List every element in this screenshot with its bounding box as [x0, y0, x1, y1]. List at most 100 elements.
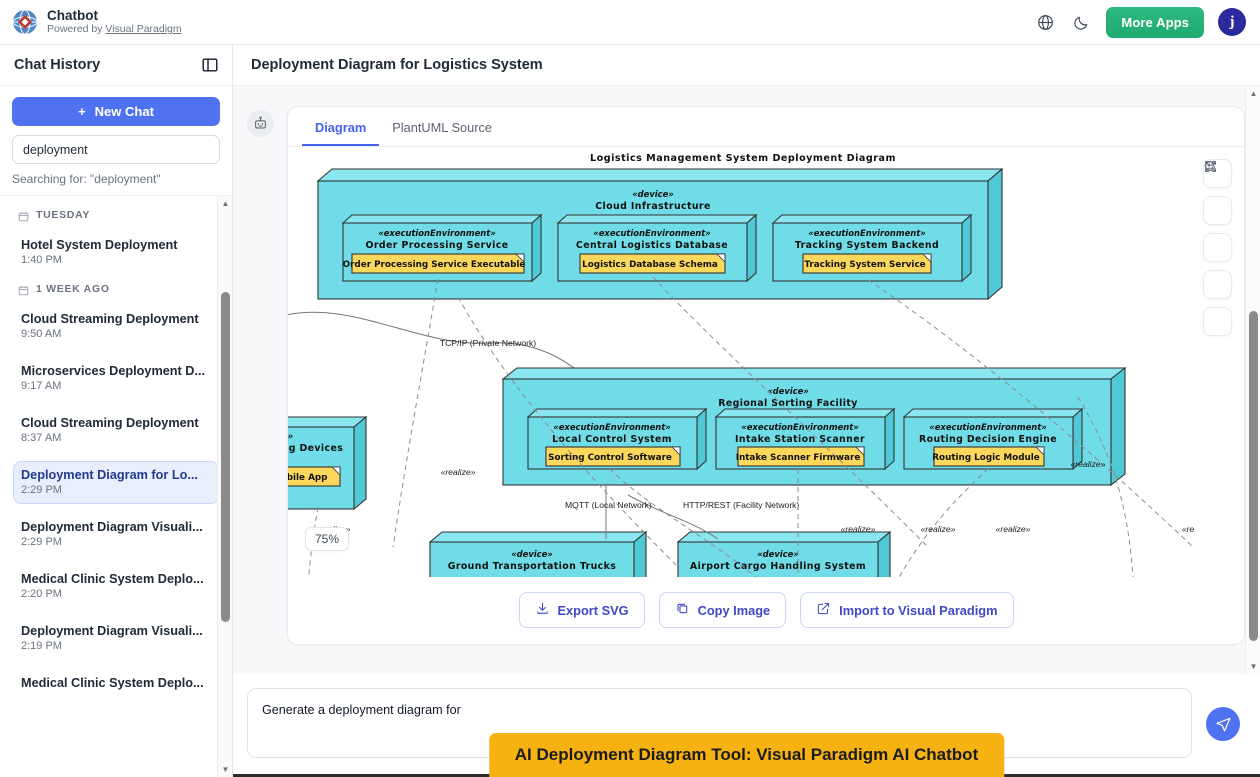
plus-icon: +	[78, 104, 86, 119]
top-actions: More Apps j	[1034, 6, 1246, 38]
globe-icon[interactable]	[1034, 11, 1056, 33]
svg-text:Ground Transportation Trucks: Ground Transportation Trucks	[448, 561, 617, 572]
svg-text:Tracking System Service: Tracking System Service	[804, 260, 925, 270]
more-apps-button[interactable]: More Apps	[1106, 6, 1204, 38]
moon-icon[interactable]	[1070, 11, 1092, 33]
svg-text:«device»: «device»	[632, 189, 674, 199]
sidebar-scrollbar[interactable]: ▲ ▼	[217, 196, 232, 777]
copy-image-button[interactable]: Copy Image	[658, 592, 787, 628]
chat-item-title: Medical Clinic System Deplo...	[21, 676, 204, 690]
new-chat-label: New Chat	[94, 104, 154, 119]
new-chat-button[interactable]: + New Chat	[12, 97, 220, 126]
avatar[interactable]: j	[1218, 8, 1246, 36]
zoom-level-badge: 75%	[305, 527, 350, 551]
chat-item-title: Cloud Streaming Deployment	[21, 416, 199, 430]
svg-text:«device»: «device»	[757, 549, 799, 559]
svg-text:«re: «re	[1182, 524, 1195, 534]
svg-text:«executionEnvironment»: «executionEnvironment»	[378, 228, 495, 238]
svg-text:Logistics Database Schema: Logistics Database Schema	[582, 260, 718, 270]
calendar-icon	[18, 210, 29, 221]
canvas-scroll-down-arrow-icon[interactable]: ▼	[1249, 662, 1258, 671]
app-title: Chatbot	[47, 7, 98, 23]
powered-by: Powered by Visual Paradigm	[47, 24, 182, 35]
svg-text:Regional Sorting Facility: Regional Sorting Facility	[718, 398, 858, 409]
chat-history-item[interactable]: Deployment Diagram for Lo...2:29 PM	[13, 461, 219, 504]
conversation-canvas: Diagram PlantUML Source .nfill{ fill:#6FD…	[233, 86, 1260, 674]
chat-group-label: TUESDAY	[36, 209, 91, 221]
svg-text:TCP/IP (Private Network): TCP/IP (Private Network)	[440, 338, 536, 348]
tab-diagram[interactable]: Diagram	[302, 107, 380, 146]
chat-history-item[interactable]: Cloud Streaming Deployment 8:37 AM	[13, 409, 219, 452]
send-button[interactable]	[1206, 707, 1240, 741]
svg-text:«executionEnvironment»: «executionEnvironment»	[553, 422, 670, 432]
chat-history-item[interactable]: Deployment Diagram Visuali... 2:29 PM	[13, 513, 219, 556]
svg-text:Cloud Infrastructure: Cloud Infrastructure	[595, 201, 710, 212]
fit-screen-icon[interactable]	[1203, 161, 1232, 299]
export-svg-button[interactable]: Export SVG	[518, 592, 645, 628]
visual-paradigm-link[interactable]: Visual Paradigm	[105, 23, 182, 36]
svg-text:«executionEnvironment»: «executionEnvironment»	[593, 228, 710, 238]
chat-history-title: Chat History	[14, 57, 101, 73]
svg-text:Central Logistics Database: Central Logistics Database	[576, 240, 728, 251]
search-input[interactable]	[12, 135, 220, 164]
uml-deployment-diagram: .nfill{ fill:#6FDCE8; stroke:#333; strok…	[288, 153, 1195, 577]
chat-item-title: Deployment Diagram for Lo...	[21, 468, 198, 482]
chat-history-item[interactable]: Medical Clinic System Deplo... 2:20 PM	[13, 565, 219, 608]
node-cloud-infrastructure: «device» Cloud Infrastructure «execution…	[316, 167, 1004, 301]
svg-text:MQTT (Local Network): MQTT (Local Network)	[565, 500, 652, 510]
scroll-up-arrow-icon[interactable]: ▲	[221, 199, 230, 208]
node-ground-transportation-trucks: «device» Ground Transportation Trucks	[428, 530, 648, 577]
svg-text:Order Processing Service: Order Processing Service	[366, 240, 509, 251]
svg-text:r Mobile App: r Mobile App	[288, 473, 327, 483]
chat-item-title: Cloud Streaming Deployment	[21, 312, 199, 326]
chat-history-item[interactable]: Deployment Diagram Visuali...2:19 PM	[13, 617, 219, 660]
svg-text:«executionEnvironment»: «executionEnvironment»	[808, 228, 925, 238]
canvas-scroll-up-arrow-icon[interactable]: ▲	[1249, 89, 1258, 98]
chat-item-title: Medical Clinic System Deplo...	[21, 572, 204, 586]
panel-toggle-icon[interactable]	[202, 57, 218, 73]
canvas-scroll-thumb[interactable]	[1249, 311, 1258, 641]
tab-plantuml-source[interactable]: PlantUML Source	[392, 120, 493, 135]
chat-item-time: 8:37 AM	[21, 432, 62, 444]
chat-history-item[interactable]: Microservices Deployment D...9:17 AM	[13, 357, 219, 400]
reset-rotate-icon[interactable]	[1203, 160, 1232, 262]
robot-icon	[247, 110, 274, 137]
searching-status: Searching for: "deployment"	[12, 172, 161, 186]
chat-group-header: 1 WEEK AGO	[18, 283, 219, 295]
chat-item-title: Deployment Diagram Visuali...	[21, 520, 203, 534]
svg-text:«executionEnvironment»: «executionEnvironment»	[741, 422, 858, 432]
body: Chat History + New Chat Searching f	[0, 45, 1260, 777]
visual-paradigm-logo-icon	[12, 9, 38, 35]
external-link-icon	[816, 601, 831, 619]
svg-text:«realize»: «realize»	[996, 524, 1031, 534]
chat-history-item[interactable]: Medical Clinic System Deplo...	[13, 669, 219, 698]
promo-banner: AI Deployment Diagram Tool: Visual Parad…	[488, 733, 1005, 777]
chat-item-time: 9:17 AM	[21, 380, 62, 392]
svg-text:Intake Scanner Firmware: Intake Scanner Firmware	[736, 453, 861, 463]
svg-text:«device»: «device»	[767, 386, 809, 396]
svg-text:«realize»: «realize»	[841, 524, 876, 534]
svg-text:e»: e»	[288, 431, 293, 441]
chat-item-time: 2:19 PM	[21, 640, 62, 652]
scroll-down-arrow-icon[interactable]: ▼	[221, 765, 230, 774]
chat-item-title: Hotel System Deployment	[21, 238, 178, 252]
fullscreen-icon[interactable]	[1203, 161, 1232, 336]
svg-text:Order Processing Service Execu: Order Processing Service Executable	[343, 260, 526, 270]
main-header: Deployment Diagram for Logistics System	[233, 45, 1260, 86]
import-to-visual-paradigm-button[interactable]: Import to Visual Paradigm	[800, 592, 1014, 628]
canvas-scrollbar[interactable]: ▲ ▼	[1245, 86, 1260, 674]
sidebar-scroll-thumb[interactable]	[221, 292, 230, 622]
chat-item-time: 2:29 PM	[21, 536, 62, 548]
page-title: Deployment Diagram for Logistics System	[251, 57, 543, 73]
sidebar-header: Chat History	[0, 45, 232, 86]
zoom-out-icon[interactable]	[1203, 160, 1232, 225]
main-panel: Deployment Diagram for Logistics System	[233, 45, 1260, 777]
chat-item-time: 2:20 PM	[21, 588, 62, 600]
svg-text:Intake Station Scanner: Intake Station Scanner	[735, 434, 865, 445]
canvas-inner: Diagram PlantUML Source .nfill{ fill:#6FD…	[233, 86, 1245, 674]
diagram-viewport[interactable]: .nfill{ fill:#6FDCE8; stroke:#333; strok…	[288, 147, 1244, 577]
